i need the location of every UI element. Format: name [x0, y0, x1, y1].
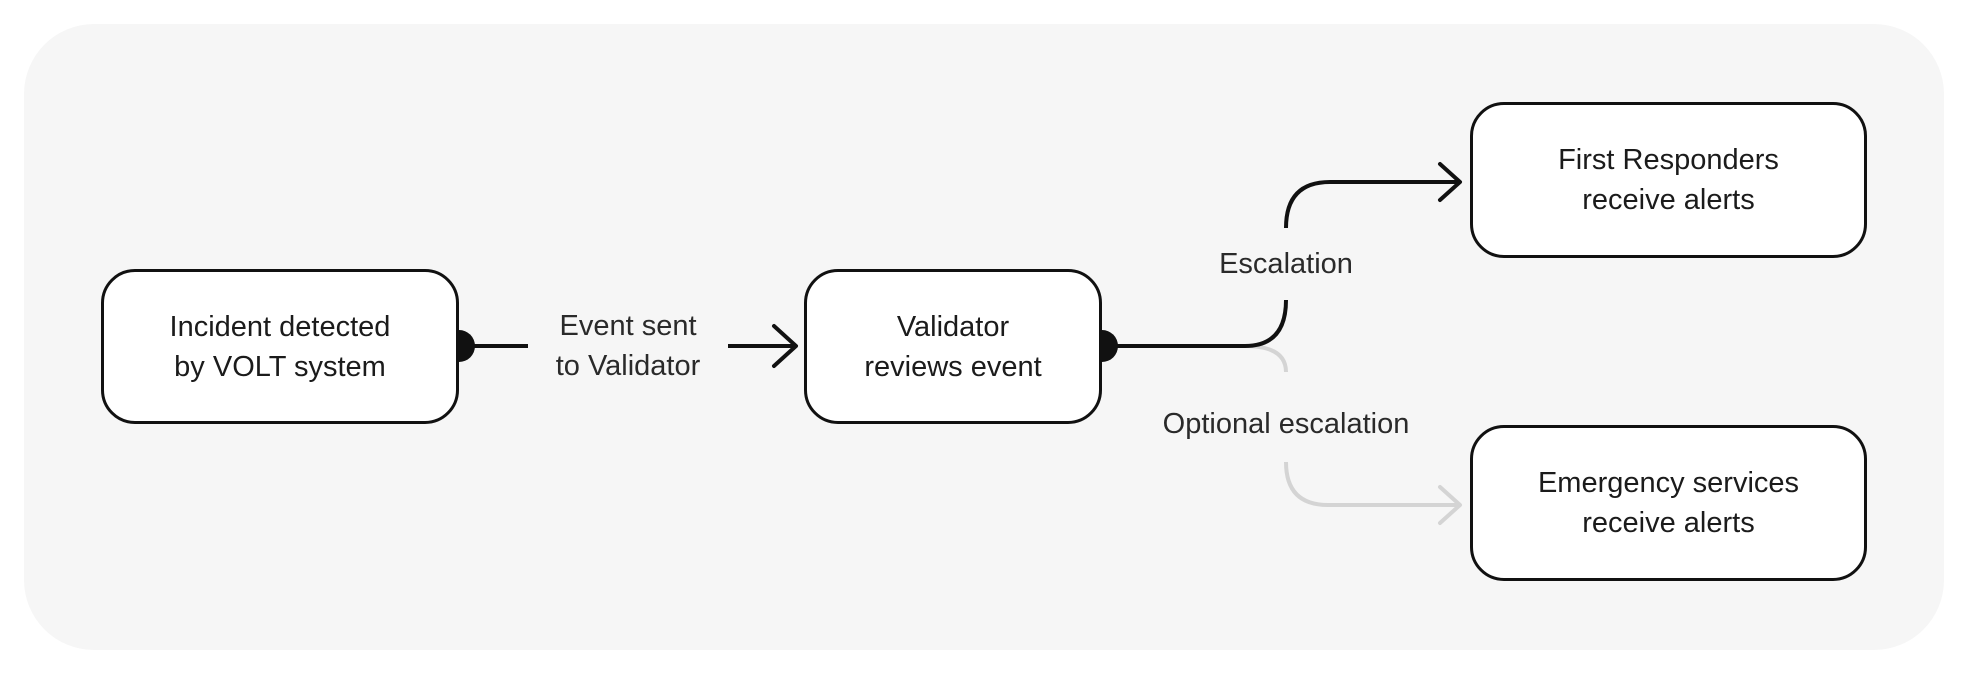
node-emergency-services-line2: receive alerts — [1582, 507, 1755, 539]
node-first-responders-line1: First Responders — [1558, 144, 1779, 176]
edge-label-event-sent: Event sent to Validator — [530, 306, 726, 386]
node-first-responders-line2: receive alerts — [1582, 184, 1755, 216]
edge-label-optional-escalation: Optional escalation — [1162, 408, 1410, 440]
edge-label-event-sent-line1: Event sent — [559, 310, 697, 342]
node-incident-detected: Incident detected by VOLT system — [101, 269, 459, 424]
node-validator-line1: Validator — [896, 310, 1010, 343]
node-emergency-services-line1: Emergency services — [1537, 467, 1800, 499]
node-validator: Validator reviews event — [804, 269, 1102, 424]
node-first-responders: First Responders receive alerts — [1470, 102, 1867, 258]
node-incident-line2: by VOLT system — [174, 350, 386, 383]
connector-escalation — [1102, 180, 1458, 348]
node-emergency-services: Emergency services receive alerts — [1470, 425, 1867, 581]
arrowhead-validator-icon — [772, 324, 798, 368]
node-incident-line1: Incident detected — [169, 310, 391, 343]
edge-label-escalation: Escalation — [1219, 248, 1353, 280]
node-validator-line2: reviews event — [864, 350, 1042, 383]
arrowhead-emergency-services-icon — [1438, 485, 1462, 525]
edge-label-event-sent-line2: to Validator — [555, 350, 701, 382]
arrowhead-first-responders-icon — [1438, 162, 1462, 202]
